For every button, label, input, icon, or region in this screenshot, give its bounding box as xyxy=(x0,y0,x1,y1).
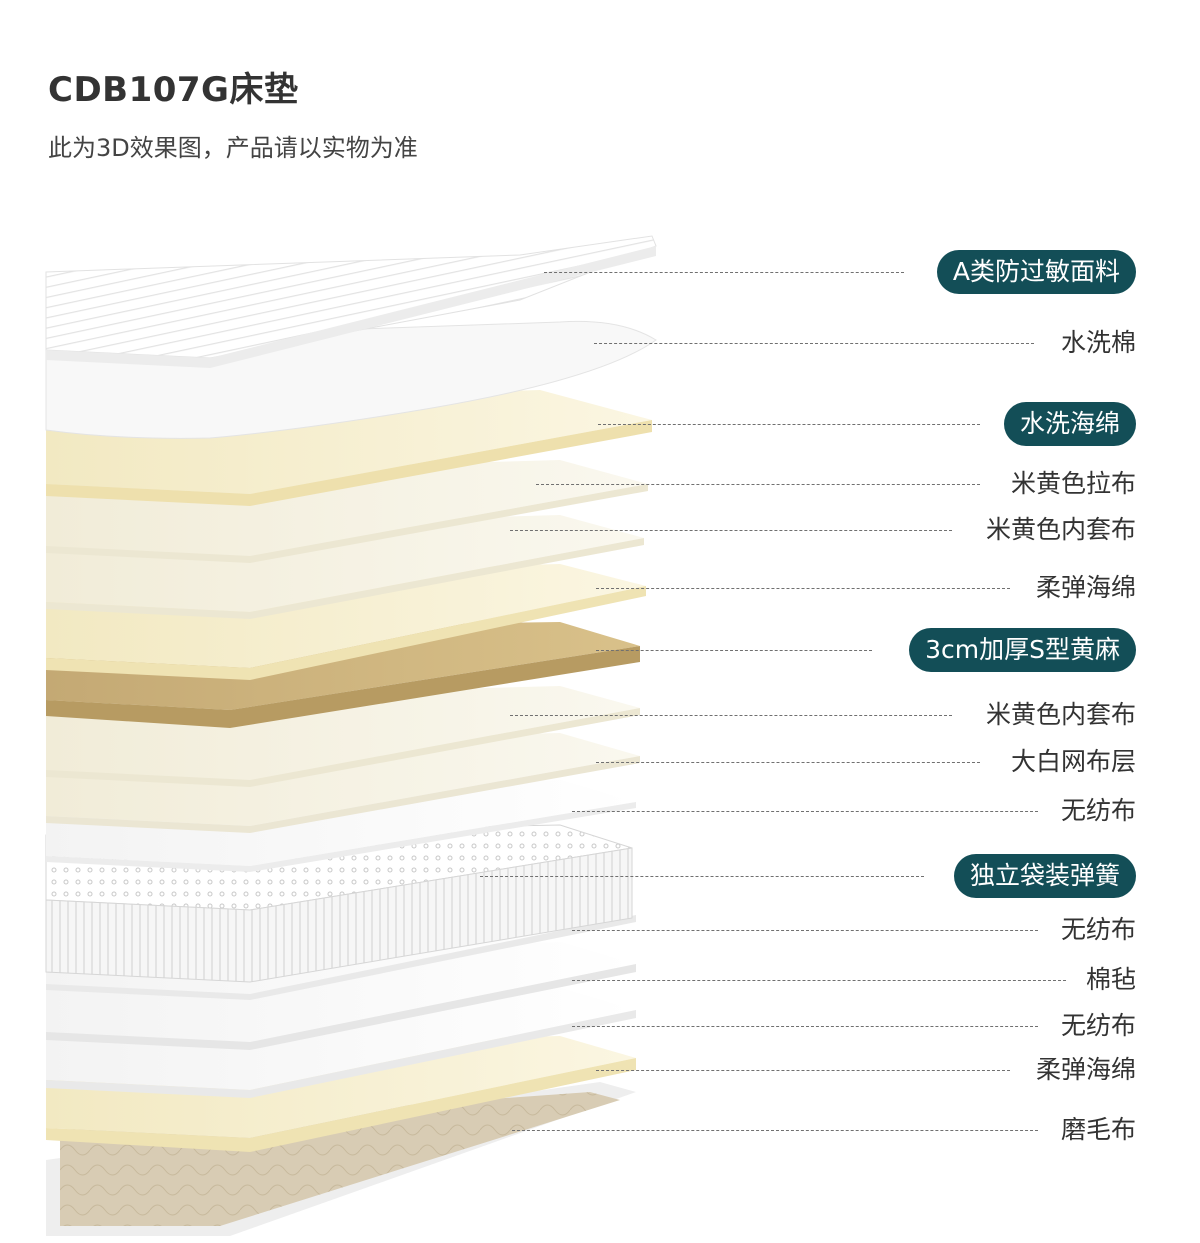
leader-line xyxy=(510,715,952,716)
layer-label-cream-inner-cover-2: 米黄色内套布 xyxy=(985,700,1136,729)
leader-line xyxy=(536,484,980,485)
layer-label-soft-foam: 柔弹海绵 xyxy=(1035,573,1136,602)
layer-label-cream-inner-cover: 米黄色内套布 xyxy=(985,515,1136,544)
layer-label-nonwoven-3: 无纺布 xyxy=(1060,1011,1136,1040)
leader-line xyxy=(572,811,1038,812)
layer-label-washed-cotton: 水洗棉 xyxy=(1060,328,1136,357)
leader-line xyxy=(598,424,980,425)
layer-label-top-fabric: A类防过敏面料 xyxy=(936,250,1136,294)
leader-line xyxy=(480,876,924,877)
leader-line xyxy=(596,650,872,651)
layer-label-white-mesh: 大白网布层 xyxy=(1010,747,1136,776)
layer-label-soft-foam-2: 柔弹海绵 xyxy=(1035,1055,1136,1084)
leader-line xyxy=(572,1026,1038,1027)
layer-label-cream-stretch-fabric: 米黄色拉布 xyxy=(1010,469,1136,498)
leader-line xyxy=(596,588,1010,589)
leader-line xyxy=(510,530,952,531)
leader-line xyxy=(544,272,904,273)
page-subtitle: 此为3D效果图，产品请以实物为准 xyxy=(48,134,418,162)
layer-label-nonwoven-2: 无纺布 xyxy=(1060,915,1136,944)
layer-label-pocket-springs: 独立袋装弹簧 xyxy=(953,854,1136,898)
layer-label-nonwoven: 无纺布 xyxy=(1060,796,1136,825)
leader-line xyxy=(512,1130,1038,1131)
layer-1-top-fabric xyxy=(45,235,657,368)
layer-label-jute: 3cm加厚S型黄麻 xyxy=(909,628,1136,672)
leader-line xyxy=(572,930,1038,931)
leader-line xyxy=(596,1070,1010,1071)
leader-line xyxy=(596,762,980,763)
layer-label-brushed-fabric: 磨毛布 xyxy=(1060,1115,1136,1144)
leader-line xyxy=(594,343,1034,344)
page-title: CDB107G床垫 xyxy=(48,70,299,110)
layer-label-washed-foam: 水洗海绵 xyxy=(1003,402,1136,446)
layer-label-felt: 棉毡 xyxy=(1085,965,1136,994)
leader-line xyxy=(572,980,1066,981)
